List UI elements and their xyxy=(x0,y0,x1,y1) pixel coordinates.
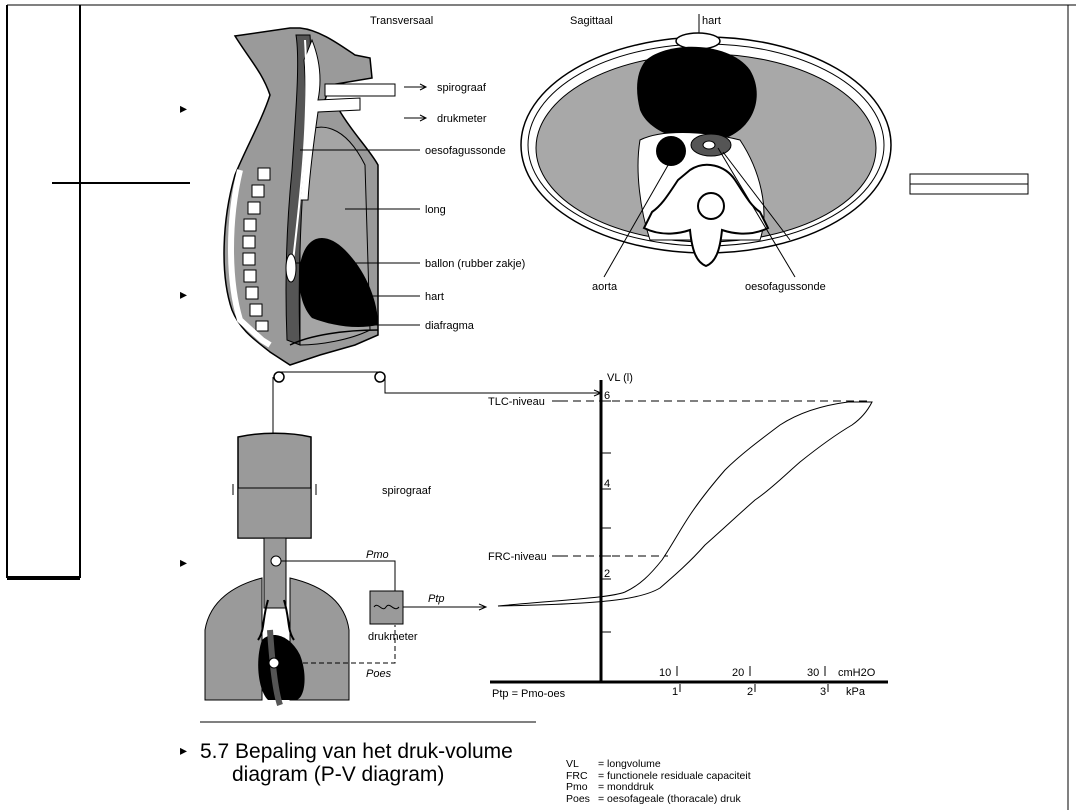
legend-row: Poes= oesofageale (thoracale) druk xyxy=(566,794,751,806)
bullet-marker: ▸ xyxy=(180,286,187,303)
bullet-marker: ▸ xyxy=(180,742,187,759)
bullet-marker: ▸ xyxy=(180,554,187,571)
x-unit-kpa: kPa xyxy=(846,686,866,698)
x-tick-label-cmh2o: 20 xyxy=(732,667,744,679)
y-tick-label: 6 xyxy=(604,390,610,402)
annotation-tlc: TLC-niveau xyxy=(488,396,545,408)
caption-title-line1: 5.7 Bepaling van het druk-volume xyxy=(200,740,513,763)
label-oesofagussonde: oesofagussonde xyxy=(425,145,506,157)
label-ptp: Ptp xyxy=(428,593,445,605)
apparatus-labels: spirograaf Pmo Ptp drukmeter Poes xyxy=(366,485,445,680)
label-long: long xyxy=(425,204,446,216)
y-tick-label: 2 xyxy=(604,568,610,580)
label-ballon: ballon (rubber zakje) xyxy=(425,258,525,270)
x-tick-label-cmh2o: 30 xyxy=(807,667,819,679)
legend-definition: = longvolume xyxy=(598,759,661,771)
legend-row: FRC= functionele residuale capaciteit xyxy=(566,771,751,783)
label-drukmeter: drukmeter xyxy=(437,113,487,125)
legend-definition: = monddruk xyxy=(598,782,654,794)
sagittaal-title: Sagittaal xyxy=(570,15,613,27)
ptp-equation: Ptp = Pmo-oes xyxy=(492,688,566,700)
transversaal-title: Transversaal xyxy=(370,15,433,27)
x-unit-cmh2o: cmH2O xyxy=(838,667,876,679)
label-poes: Poes xyxy=(366,668,392,680)
legend-row: VL= longvolume xyxy=(566,759,751,771)
x-tick-label-cmh2o: 10 xyxy=(659,667,671,679)
bullet-marker: ▸ xyxy=(180,100,187,117)
pv-hysteresis-loop xyxy=(498,402,872,606)
x-tick-label-kpa: 1 xyxy=(672,686,678,698)
legend-row: Pmo= monddruk xyxy=(566,782,751,794)
caption-title-line2: diagram (P-V diagram) xyxy=(200,763,513,786)
label-diafragma: diafragma xyxy=(425,320,475,332)
label-oesofagussonde-sagittal: oesofagussonde xyxy=(745,281,826,293)
label-drukmeter-bottom: drukmeter xyxy=(368,631,418,643)
label-hart-sagittal: hart xyxy=(702,15,721,27)
x-tick-label-kpa: 3 xyxy=(820,686,826,698)
label-hart: hart xyxy=(425,291,444,303)
y-tick-label: 4 xyxy=(604,478,610,490)
figure-caption-title: 5.7 Bepaling van het druk-volume diagram… xyxy=(200,740,513,786)
transversal-section xyxy=(224,28,395,365)
legend-symbol: Pmo xyxy=(566,782,598,794)
y-axis-label: VL (l) xyxy=(607,372,633,384)
pv-chart: VL (l) 2 4 6 10 20 30 cmH2O 1 2 3 kPa TLC-niveauFRC-… xyxy=(488,372,888,700)
transversal-labels: Transversaal spirograaf drukmeter oesofa… xyxy=(370,15,525,332)
sagittal-section: Sagittaal hart xyxy=(521,14,891,266)
label-spirograaf-bottom: spirograaf xyxy=(382,485,432,497)
spirograaf-apparatus xyxy=(200,372,601,722)
legend-symbol: VL xyxy=(566,759,598,771)
legend-symbol: Poes xyxy=(566,794,598,806)
annotation-frc: FRC-niveau xyxy=(488,551,547,563)
label-spirograaf: spirograaf xyxy=(437,82,487,94)
legend-definition: = oesofageale (thoracale) druk xyxy=(598,794,741,806)
label-aorta: aorta xyxy=(592,281,618,293)
label-pmo: Pmo xyxy=(366,549,389,561)
x-tick-label-kpa: 2 xyxy=(747,686,753,698)
